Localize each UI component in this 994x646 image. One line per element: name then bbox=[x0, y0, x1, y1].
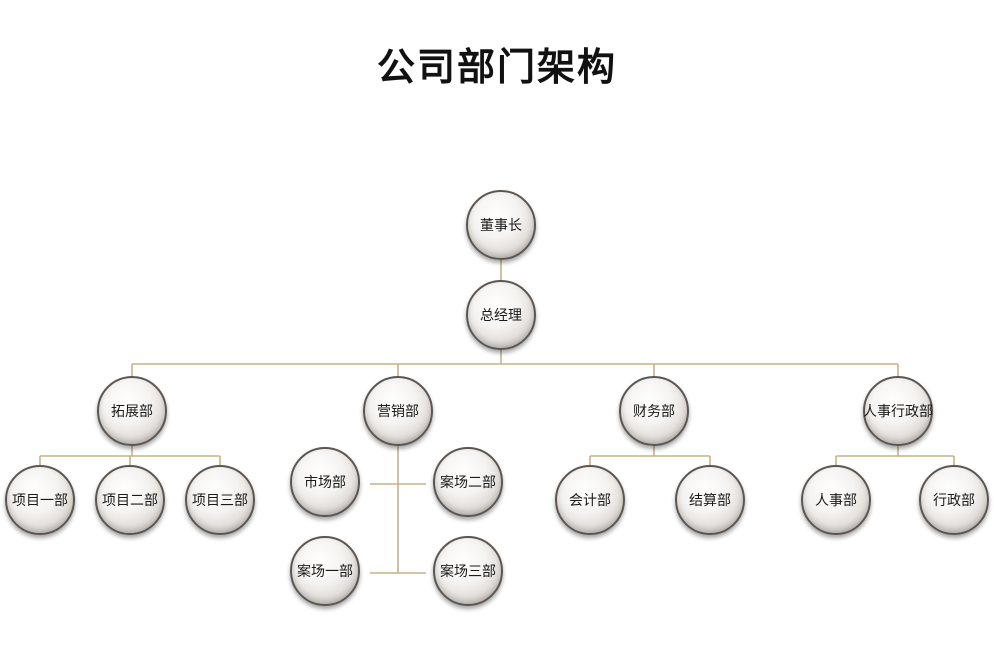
node-admin-dept: 行政部 bbox=[919, 465, 989, 535]
node-project-2: 项目二部 bbox=[95, 465, 165, 535]
node-expansion-dept: 拓展部 bbox=[97, 376, 167, 446]
node-marketing-dept: 营销部 bbox=[363, 376, 433, 446]
node-hr-dept: 人事部 bbox=[801, 465, 871, 535]
node-settlement-dept: 结算部 bbox=[675, 465, 745, 535]
node-hr-admin-dept: 人事行政部 bbox=[863, 376, 933, 446]
page-title: 公司部门架构 bbox=[376, 44, 617, 89]
node-chairman: 董事长 bbox=[466, 190, 536, 260]
node-case-site-2: 案场二部 bbox=[433, 447, 503, 517]
node-general-manager: 总经理 bbox=[466, 280, 536, 350]
node-market-dept: 市场部 bbox=[290, 447, 360, 517]
node-case-site-1: 案场一部 bbox=[290, 536, 360, 606]
node-finance-dept: 财务部 bbox=[619, 376, 689, 446]
node-accounting-dept: 会计部 bbox=[555, 465, 625, 535]
node-case-site-3: 案场三部 bbox=[433, 536, 503, 606]
node-project-3: 项目三部 bbox=[185, 465, 255, 535]
node-project-1: 项目一部 bbox=[5, 465, 75, 535]
